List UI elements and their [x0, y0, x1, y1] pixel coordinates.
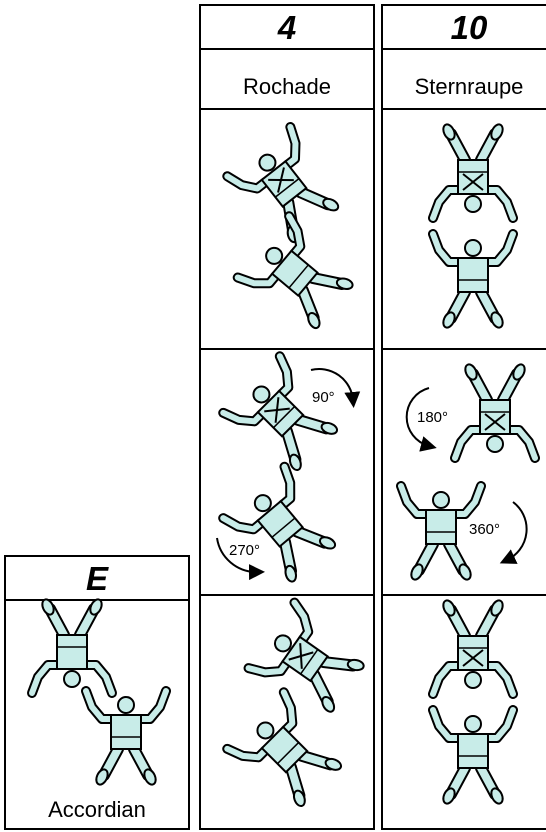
formation-4-end	[199, 596, 375, 830]
block-e-header: E	[4, 555, 190, 601]
block-name: Accordian	[48, 797, 146, 822]
divider	[381, 348, 546, 350]
block-e-figures	[4, 601, 190, 796]
formation-number: 10	[450, 9, 488, 46]
block-letter: E	[85, 560, 108, 597]
formation-4-transition: 90° 270°	[216, 350, 361, 594]
divider	[199, 108, 375, 110]
divider	[199, 348, 375, 350]
rotation-label: 90°	[312, 389, 335, 406]
column-4-header: 4	[199, 4, 375, 50]
column-10-header: 10	[381, 4, 546, 50]
divider	[381, 108, 546, 110]
rotation-label: 270°	[229, 542, 260, 559]
formation-10-start	[381, 110, 546, 350]
divider	[381, 594, 546, 596]
formation-4-start	[199, 110, 375, 350]
divider	[199, 594, 375, 596]
rotation-label: 180°	[417, 409, 448, 426]
formation-name: Rochade	[242, 74, 332, 99]
formation-10-transition: 180° 360°	[381, 350, 546, 594]
rotation-label: 360°	[469, 521, 500, 538]
formation-name: Sternraupe	[414, 74, 524, 99]
formation-number: 4	[277, 9, 297, 46]
formation-10-end	[381, 596, 546, 830]
